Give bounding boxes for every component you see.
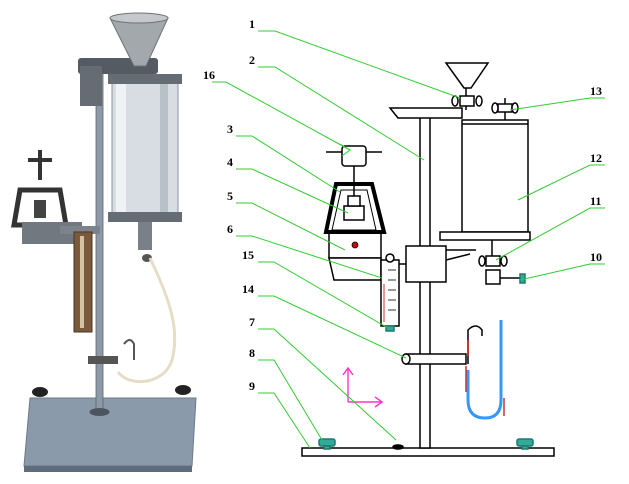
- schematic-handle: [341, 145, 367, 167]
- schematic-base: [301, 447, 555, 457]
- callout-12: 12: [590, 151, 602, 165]
- leader-3: [236, 135, 341, 193]
- leader-14: [258, 295, 407, 359]
- leader-12: [517, 164, 605, 201]
- callout-8: 8: [249, 346, 255, 360]
- callout-13: 13: [590, 84, 602, 98]
- callout-11: 11: [590, 194, 601, 208]
- photo-tube: [116, 257, 177, 383]
- callout-leaders: [212, 30, 605, 449]
- leader-1: [258, 30, 461, 99]
- leader-5: [236, 202, 346, 251]
- callout-14: 14: [242, 282, 254, 296]
- leader-16: [212, 81, 351, 151]
- schematic-u-tube: [465, 320, 505, 420]
- apparatus-schematic: [301, 62, 555, 457]
- callout-10: 10: [590, 250, 602, 264]
- leader-4: [236, 168, 349, 214]
- leader-15: [258, 261, 389, 329]
- callout-9: 9: [249, 379, 255, 393]
- callout-15: 15: [242, 248, 254, 262]
- photo-foot-right: [175, 385, 191, 395]
- callout-16: 16: [203, 68, 215, 82]
- callout-3: 3: [227, 122, 233, 136]
- schematic-cylinder: [461, 119, 529, 233]
- callout-1: 1: [249, 17, 255, 31]
- axis-arrows: [342, 366, 384, 408]
- schematic-clamp-frame: [323, 182, 387, 234]
- leader-11: [495, 207, 605, 261]
- callout-6: 6: [227, 222, 233, 236]
- leader-10: [519, 263, 605, 281]
- schematic-foot-left: [318, 438, 336, 450]
- photo-foot-left: [32, 387, 48, 397]
- leader-9: [258, 392, 311, 449]
- schematic-funnel: [444, 62, 490, 89]
- callout-7: 7: [249, 315, 255, 329]
- schematic-foot-right: [516, 438, 534, 450]
- callout-5: 5: [227, 189, 233, 203]
- leader-7: [258, 328, 397, 441]
- callout-2: 2: [249, 53, 255, 67]
- apparatus-photo: [11, 12, 197, 472]
- callout-numbers: 1 2 3 4 5 6 7 8 9 10 11 12 13 14 15 16: [203, 17, 602, 393]
- leader-13: [509, 97, 605, 111]
- callout-4: 4: [227, 155, 233, 169]
- leader-6: [236, 235, 383, 279]
- photo-base-plate: [23, 397, 197, 467]
- leader-2: [258, 66, 425, 161]
- leader-8: [258, 359, 323, 441]
